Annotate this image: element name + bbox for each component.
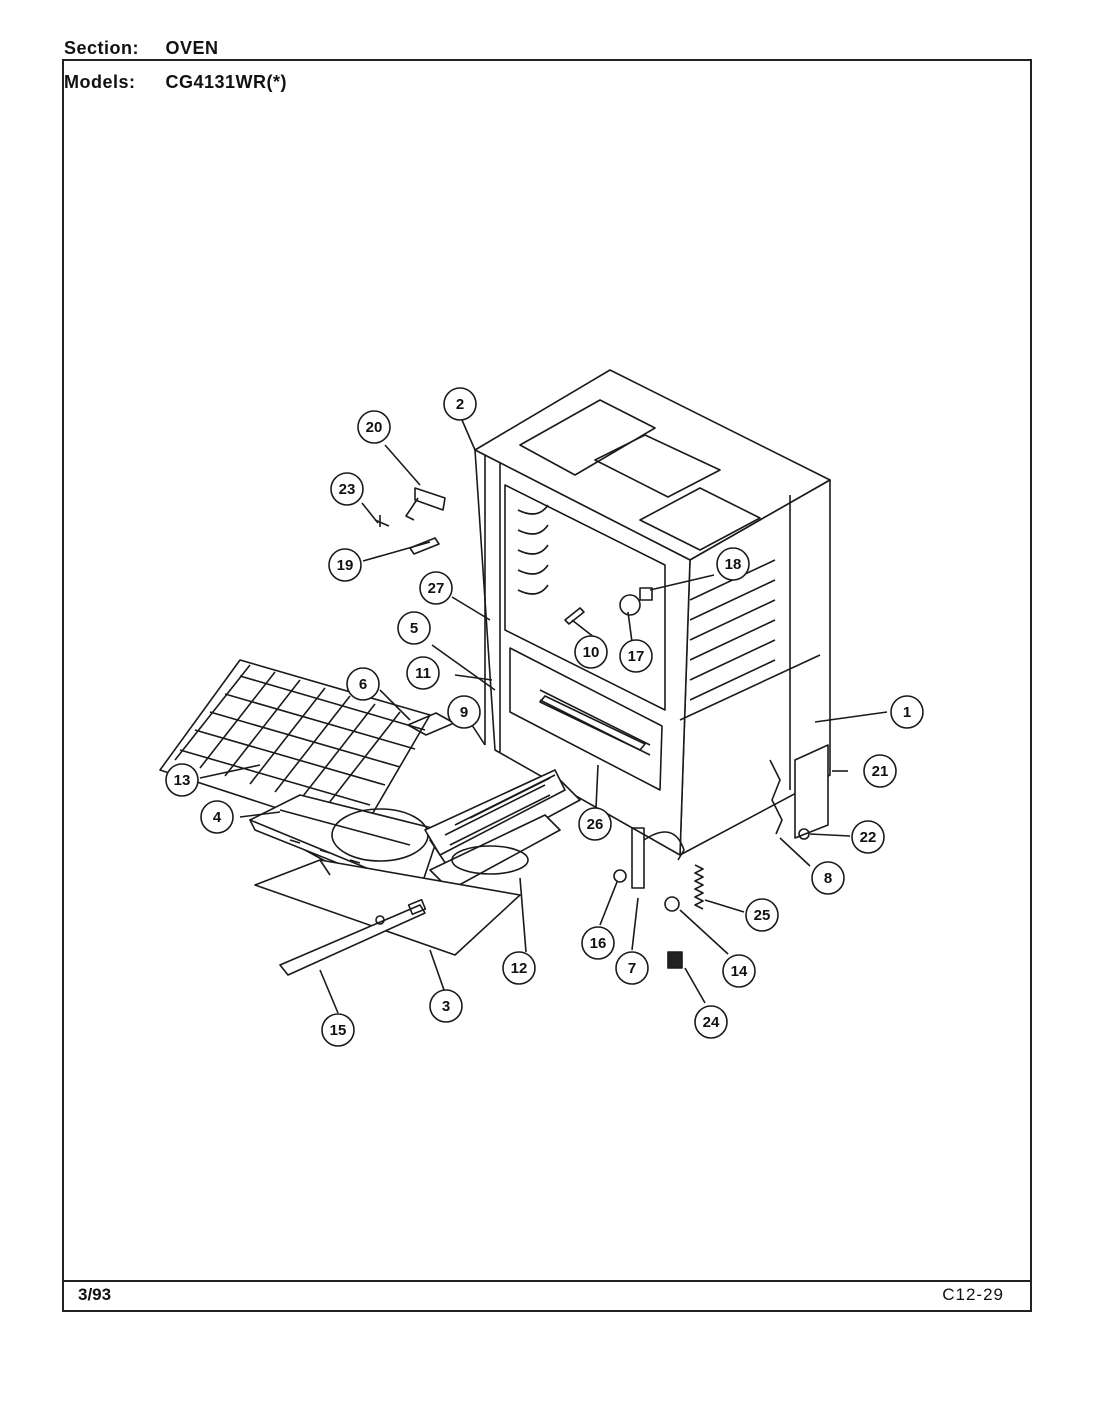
callout-8: 8: [811, 861, 845, 895]
callout-24: 24: [694, 1005, 728, 1039]
callout-11: 11: [406, 656, 440, 690]
callout-15: 15: [321, 1013, 355, 1047]
bracket-20: [405, 487, 446, 521]
svg-text:5: 5: [410, 620, 418, 637]
svg-text:8: 8: [824, 870, 832, 887]
models-label: Models:: [64, 72, 136, 92]
callout-16: 16: [581, 926, 615, 960]
callout-18: 18: [716, 547, 750, 581]
svg-text:12: 12: [511, 960, 528, 977]
callout-27: 27: [419, 571, 453, 605]
svg-text:22: 22: [860, 829, 877, 846]
footer-divider: [62, 1280, 1032, 1282]
callout-20: 20: [357, 410, 391, 444]
callout-2: 2: [443, 387, 477, 421]
svg-text:3: 3: [442, 998, 450, 1015]
svg-text:21: 21: [872, 763, 889, 780]
svg-text:14: 14: [731, 963, 748, 980]
svg-text:2: 2: [456, 396, 464, 413]
clip-16: [613, 869, 627, 883]
callout-3: 3: [429, 989, 463, 1023]
ignitor-7: [631, 827, 685, 889]
svg-text:6: 6: [359, 676, 367, 693]
light-socket-17-18: [619, 587, 653, 616]
callout-19: 19: [328, 548, 362, 582]
models-value: CG4131WR(*): [165, 72, 288, 92]
sensor-10: [564, 607, 585, 625]
svg-text:15: 15: [330, 1022, 347, 1039]
callout-10: 10: [574, 635, 608, 669]
plug-19: [409, 537, 440, 555]
callout-14: 14: [722, 954, 756, 988]
svg-text:24: 24: [703, 1014, 720, 1031]
footer-page-code: C12-29: [942, 1285, 1004, 1304]
svg-text:16: 16: [590, 935, 607, 952]
callout-5: 5: [397, 611, 431, 645]
callout-23: 23: [330, 472, 364, 506]
callout-1: 1: [890, 695, 924, 729]
svg-text:17: 17: [628, 648, 645, 665]
section-value: OVEN: [165, 38, 219, 58]
callout-13: 13: [165, 763, 199, 797]
svg-text:23: 23: [339, 481, 356, 498]
spring-25: [694, 864, 704, 910]
callout-7: 7: [615, 951, 649, 985]
svg-text:10: 10: [583, 644, 600, 661]
burner-tube: [279, 898, 427, 976]
cover-plate-21: [794, 744, 829, 839]
valve-24: [667, 951, 683, 969]
svg-text:7: 7: [628, 960, 636, 977]
nut-22: [798, 828, 810, 840]
callout-22: 22: [851, 820, 885, 854]
callout-17: 17: [619, 639, 653, 673]
svg-text:20: 20: [366, 419, 383, 436]
broiler-pan: [424, 769, 581, 891]
section-label: Section:: [64, 38, 140, 58]
section-heading: Section: OVEN: [64, 38, 219, 59]
footer-date: 3/93: [78, 1285, 112, 1304]
svg-text:27: 27: [428, 580, 445, 597]
svg-text:9: 9: [460, 704, 468, 721]
svg-text:26: 26: [587, 816, 604, 833]
wire-harness-8: [769, 759, 783, 835]
svg-text:4: 4: [213, 809, 222, 826]
svg-text:25: 25: [754, 907, 771, 924]
svg-text:13: 13: [174, 772, 191, 789]
svg-text:19: 19: [337, 557, 354, 574]
callout-6: 6: [346, 667, 380, 701]
bottom-panel: [254, 859, 521, 956]
svg-text:1: 1: [903, 704, 911, 721]
svg-text:11: 11: [415, 665, 431, 682]
diagram-frame: [62, 59, 1032, 1312]
callout-25: 25: [745, 898, 779, 932]
callout-9: 9: [447, 695, 481, 729]
oven-rack: [159, 659, 431, 836]
callout-4: 4: [200, 800, 234, 834]
orifice-14: [664, 896, 680, 912]
callout-21: 21: [863, 754, 897, 788]
models-heading: Models: CG4131WR(*): [64, 72, 287, 93]
callout-12: 12: [502, 951, 536, 985]
baffle-26: [539, 695, 646, 751]
svg-text:18: 18: [725, 556, 742, 573]
callout-26: 26: [578, 807, 612, 841]
